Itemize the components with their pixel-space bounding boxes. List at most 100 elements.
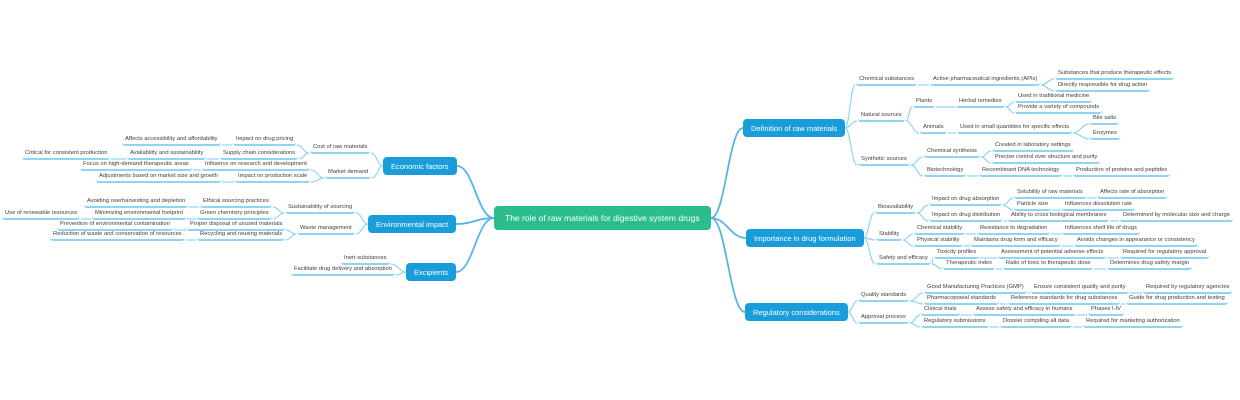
edge-excipients-to-facilitate — [395, 271, 407, 276]
node-market-demand: Market demand — [325, 168, 372, 179]
edge-definition-to-nat-sources — [844, 120, 858, 129]
edge-stability-to-chem-stab — [902, 233, 914, 241]
topic-excipients[interactable]: Excipients — [406, 263, 457, 281]
node-production-proteins-peptides: Production of proteins and peptides — [1073, 166, 1171, 177]
node-synthetic-sources: Synthetic sources — [858, 155, 910, 166]
node-biotechnology: Biotechnology — [924, 166, 967, 177]
node-bioavailability: Bioavailability — [875, 203, 917, 214]
edge-cost-raw-to-pricing — [296, 144, 310, 154]
edge-root-to-regulatory — [710, 217, 746, 313]
node-used-in-small-quantities: Used in small quantities for specific ef… — [957, 123, 1073, 134]
root-topic[interactable]: The role of raw materials for digestive … — [494, 206, 711, 230]
node-critical-consistent-production: Critical for consistent production — [22, 149, 111, 160]
node-animals: Animals — [920, 123, 947, 134]
node-particle-size: Particle size — [1014, 200, 1052, 211]
edge-market-to-rnd — [310, 169, 325, 179]
edge-economic-to-cost-raw — [370, 152, 384, 167]
node-minimizing-environmental-footprint: Minimizing environmental footprint — [92, 209, 186, 220]
node-ratio-toxic-therapeutic-dose: Ratio of toxic to therapeutic dose — [1003, 259, 1094, 270]
node-solubility-of-raw-materials: Solubility of raw materials — [1014, 188, 1086, 199]
node-inert-substances: Inert substances — [341, 254, 390, 265]
edge-cost-raw-to-supply — [298, 152, 310, 160]
node-adjustments-market-size-growth: Adjustments based on market size and gro… — [96, 172, 221, 183]
node-influence-research-development: Influence on research and development — [202, 160, 310, 171]
node-recycling-reusing-materials: Recycling and reusing materials — [197, 230, 286, 241]
node-dossier-compiling-all-data: Dossier compiling all data — [1000, 317, 1073, 328]
node-therapeutic-index: Therapeutic index — [943, 259, 996, 270]
node-use-of-renewable-resources: Use of renewable resources — [2, 209, 81, 220]
edge-environmental-to-waste — [355, 223, 369, 235]
node-avoiding-overharvesting-depletion: Avoiding overharvesting and depletion — [84, 197, 189, 208]
node-bile-salts: Bile salts — [1090, 114, 1120, 125]
edge-apis-to-subst-eff — [1040, 78, 1055, 86]
node-assessment-adverse-effects: Assessment of potential adverse effects — [998, 248, 1107, 259]
edge-market-to-prod-scale — [310, 177, 325, 183]
edge-small-quant-to-bile — [1072, 123, 1090, 134]
topic-economic-factors[interactable]: Economic factors — [383, 157, 457, 175]
edge-definition-to-syn-sources — [844, 127, 858, 166]
edge-importance-to-bioavail — [863, 212, 875, 239]
node-stability: Stability — [876, 230, 903, 241]
edge-chem-syn-to-lab — [980, 150, 992, 158]
edge-drug-abs-to-particle — [1002, 204, 1014, 211]
edge-herbal-to-trad-med — [1005, 101, 1015, 108]
topic-environmental-impact[interactable]: Environmental impact — [368, 215, 457, 233]
node-determines-drug-safety-margin: Determines drug safety margin — [1107, 259, 1193, 270]
edge-quality-to-gmp — [909, 292, 924, 302]
node-required-marketing-authorization: Required for marketing authorization — [1083, 317, 1183, 328]
topic-definition-of-raw-materials[interactable]: Definition of raw materials — [743, 119, 846, 137]
node-toxicity-profiles: Toxicity profiles — [934, 248, 980, 259]
node-facilitate-drug-delivery-absorption: Facilitate drug delivery and absorption — [291, 265, 395, 276]
node-maintains-drug-form-efficacy: Maintains drug form and efficacy — [971, 236, 1061, 247]
node-resistance-to-degradation: Resistance to degradation — [977, 224, 1051, 235]
node-proper-disposal-unused-materials: Proper disposal of unused materials — [187, 220, 286, 231]
node-directly-responsible-drug-action: Directly responsible for drug action — [1055, 81, 1151, 92]
node-plants: Plants — [913, 97, 936, 108]
edge-economic-to-market — [371, 165, 384, 179]
edge-root-to-economic — [456, 165, 495, 219]
node-supply-chain-considerations: Supply chain considerations — [220, 149, 299, 160]
node-affects-accessibility-affordability: Affects accessibility and affordability — [122, 135, 221, 146]
node-determined-molecular-size-charge: Determined by molecular size and charge — [1120, 211, 1233, 222]
edge-syn-sources-to-chem-syn — [910, 156, 924, 166]
edge-stability-to-phys-stab — [902, 239, 914, 247]
edge-syn-sources-to-biotech — [910, 164, 924, 177]
node-clinical-trials: Clinical trials — [921, 305, 960, 316]
edge-root-to-importance — [710, 217, 747, 239]
edge-waste-to-recycling — [285, 233, 297, 241]
node-quality-standards: Quality standards — [858, 291, 910, 302]
node-sustainability-of-sourcing: Sustainability of sourcing — [285, 203, 356, 214]
node-waste-management: Waste management — [297, 224, 355, 235]
edge-bioavail-to-drug-dist — [916, 212, 929, 222]
edge-sust-to-ethical — [272, 206, 285, 214]
node-herbal-remedies: Herbal remedies — [956, 97, 1005, 108]
edge-apis-to-direct-resp — [1040, 84, 1055, 92]
node-safety-and-efficacy: Safety and efficacy — [876, 254, 931, 265]
node-good-manufacturing-practices: Good Manufacturing Practices (GMP) — [924, 283, 1027, 294]
edge-drug-abs-to-solubility — [1002, 197, 1014, 206]
node-influences-shelf-life: Influences shelf life of drugs — [1062, 224, 1140, 235]
node-impact-on-production-scale: Impact on production scale — [235, 172, 311, 183]
node-provide-variety-of-compounds: Provide a variety of compounds — [1015, 103, 1103, 114]
edge-small-quant-to-enzymes — [1072, 132, 1090, 140]
node-used-in-traditional-medicine: Used in traditional medicine — [1015, 92, 1093, 103]
topic-importance-in-drug-formulation[interactable]: Importance in drug formulation — [746, 229, 864, 247]
edge-approval-to-reg-sub — [909, 322, 921, 328]
edge-nat-sources-to-plants — [905, 106, 913, 122]
node-avoids-changes-appearance: Avoids changes in appearance or consiste… — [1074, 236, 1198, 247]
edge-root-to-excipients — [455, 217, 495, 273]
node-green-chemistry-principles: Green chemistry principles — [197, 209, 272, 220]
edge-environmental-to-sust — [355, 212, 369, 225]
edge-nat-sources-to-animals — [905, 120, 920, 134]
node-phases-i-iv: Phases I-IV — [1088, 305, 1124, 316]
node-approval-process: Approval process — [858, 313, 909, 324]
edge-herbal-to-variety — [1005, 106, 1015, 114]
edge-quality-to-pharm — [909, 300, 924, 305]
node-impact-on-drug-absorption: Impact on drug absorption — [929, 195, 1003, 206]
node-impact-on-drug-pricing: Impact on drug pricing — [233, 135, 297, 146]
edge-approval-to-clinical — [909, 314, 921, 324]
topic-regulatory-considerations[interactable]: Regulatory considerations — [745, 303, 848, 321]
node-chemical-substances: Chemical substances — [856, 75, 918, 86]
